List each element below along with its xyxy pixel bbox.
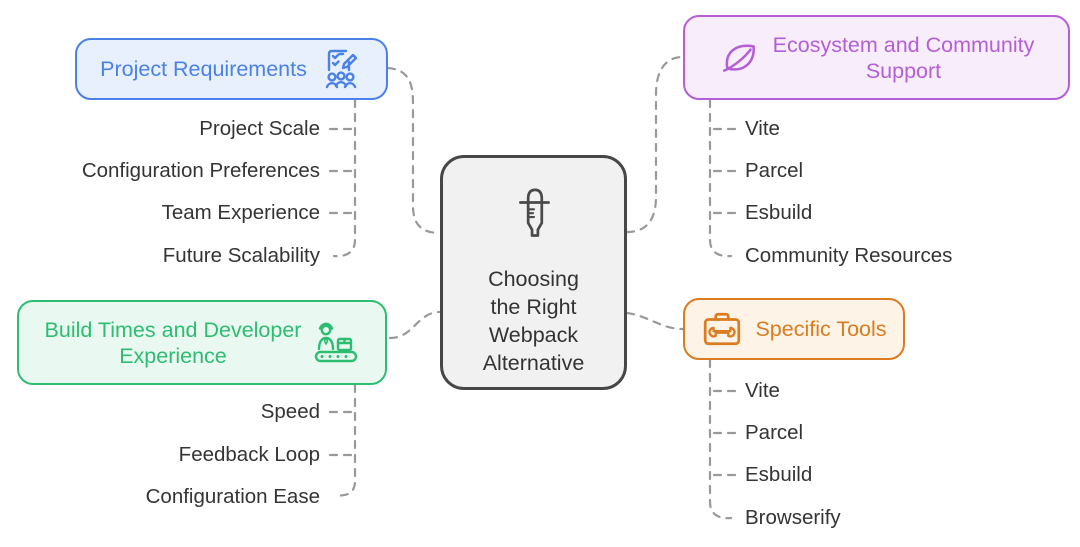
connector-center-to-ecosystem	[625, 55, 685, 234]
branch-label-specific-tools: Specific Tools	[755, 317, 887, 341]
toolbox-icon	[701, 310, 743, 348]
central-node: Choosing the Right Webpack Alternative	[440, 155, 627, 390]
leaf-item-feedback-loop: Feedback Loop	[178, 443, 320, 466]
connector-project-requirements-to-center	[386, 66, 442, 235]
connector-specific-tools-spine	[708, 358, 733, 520]
leaf-item-vite-ecosystem: Vite	[745, 117, 780, 140]
leaf-item-browserify: Browserify	[745, 506, 841, 529]
connector-ecosystem-spine	[708, 98, 733, 258]
leaf-item-vite-tools: Vite	[745, 379, 780, 402]
leaf-item-speed: Speed	[260, 400, 320, 423]
branch-box-project-requirements: Project Requirements	[75, 38, 388, 100]
leaf-item-project-scale: Project Scale	[199, 117, 320, 140]
leaf-icon	[719, 37, 761, 79]
branch-box-ecosystem-community-support: Ecosystem and Community Support	[683, 15, 1070, 100]
assembly-line-icon	[313, 321, 359, 365]
connector-build-times-spine	[332, 383, 357, 497]
leaf-item-team-experience: Team Experience	[161, 201, 320, 224]
branch-label-project-requirements: Project Requirements	[100, 57, 307, 81]
dropper-icon	[506, 184, 562, 259]
branch-label-ecosystem-community-support: Ecosystem and Community Support	[772, 32, 1035, 83]
branch-box-specific-tools: Specific Tools	[683, 298, 905, 360]
central-node-title: Choosing the Right Webpack Alternative	[482, 267, 585, 375]
branch-box-build-times-developer-experience: Build Times and Developer Experience	[17, 300, 387, 385]
leaf-item-parcel-tools: Parcel	[745, 421, 804, 444]
checklist-people-icon	[319, 48, 363, 90]
leaf-item-configuration-ease: Configuration Ease	[145, 485, 320, 508]
leaf-item-community-resources: Community Resources	[745, 244, 953, 267]
connector-center-to-specific-tools	[625, 311, 685, 331]
leaf-item-parcel-ecosystem: Parcel	[745, 159, 804, 182]
leaf-item-future-scalability: Future Scalability	[162, 244, 320, 267]
leaf-item-esbuild-tools: Esbuild	[745, 463, 813, 486]
connector-project-requirements-spine	[332, 98, 357, 258]
connector-build-times-to-center	[388, 310, 442, 340]
leaf-item-esbuild-ecosystem: Esbuild	[745, 201, 813, 224]
leaf-item-configuration-preferences: Configuration Preferences	[81, 159, 320, 182]
branch-label-build-times-developer-experience: Build Times and Developer Experience	[44, 317, 302, 368]
